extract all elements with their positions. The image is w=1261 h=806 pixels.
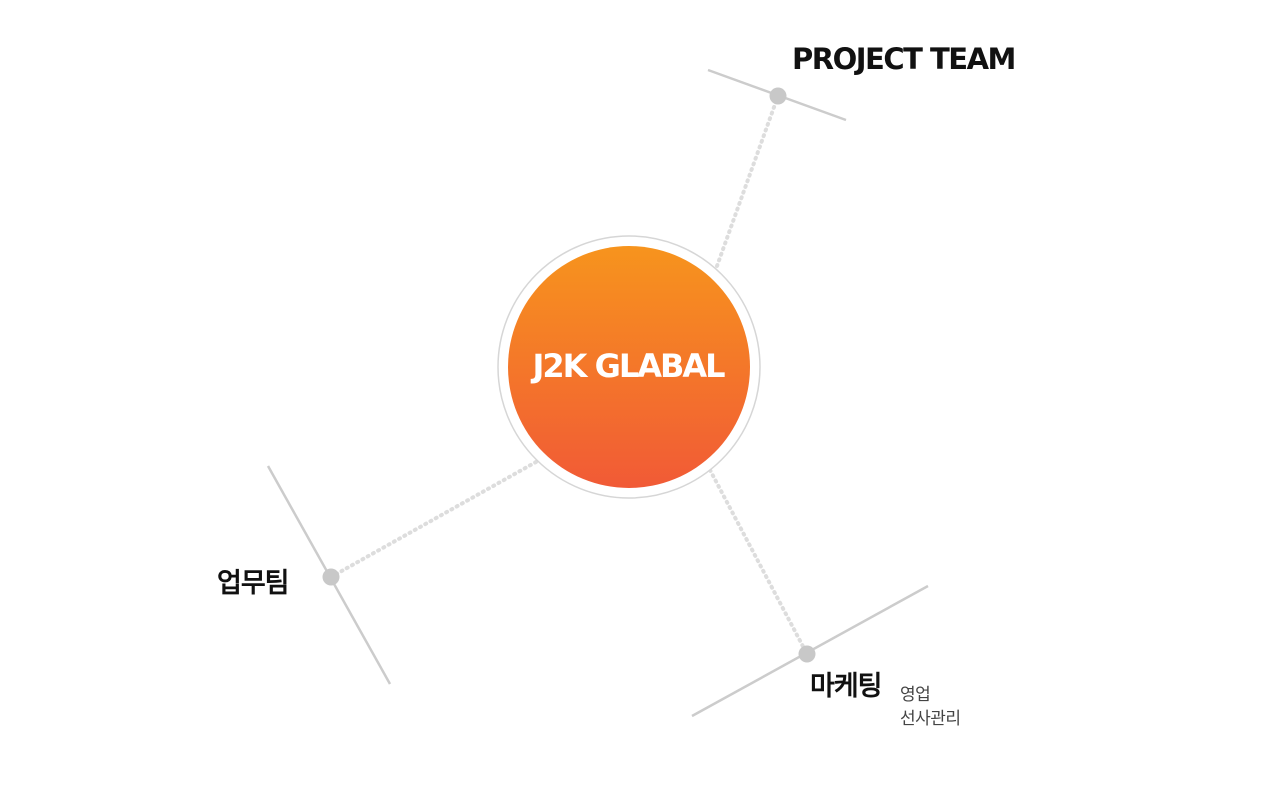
marketing-node-dot — [798, 645, 816, 663]
marketing-connector — [708, 468, 809, 656]
marketing-sub-list: 영업 선사관리 — [900, 683, 961, 731]
marketing-label: 마케팅 — [810, 671, 883, 702]
project-connector — [715, 94, 780, 268]
business-team-label: 업무팀 — [217, 568, 290, 599]
marketing-sub-item: 영업 — [900, 685, 931, 705]
center-title: J2K GLABAL — [532, 347, 725, 385]
business-connector — [329, 460, 538, 579]
center-circle — [508, 246, 750, 488]
project-team-label: PROJECT TEAM — [792, 42, 1016, 76]
marketing-sub-item: 선사관리 — [900, 709, 961, 729]
business-node-dot — [322, 568, 340, 586]
project-node-dot — [769, 87, 787, 105]
